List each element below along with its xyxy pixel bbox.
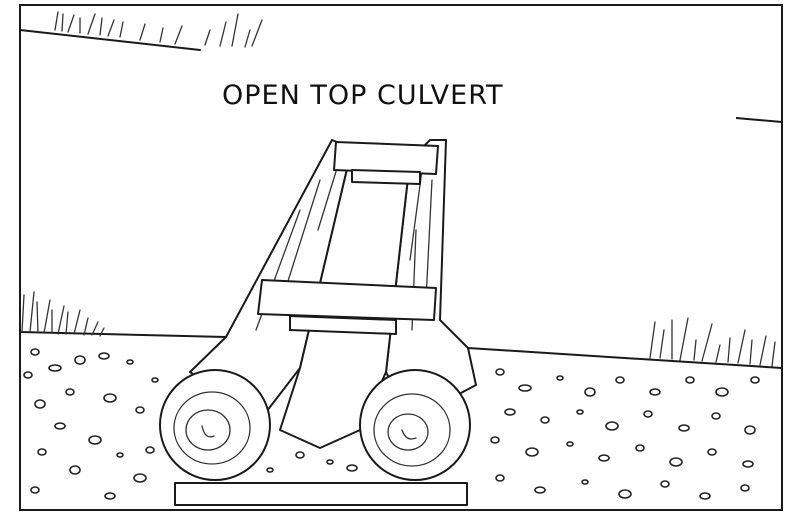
bottom-sill-plank xyxy=(174,482,468,506)
gravel-pebbles xyxy=(23,348,760,500)
grass-tuft-left xyxy=(21,291,105,337)
diagram-title: OPEN TOP CULVERT xyxy=(196,52,736,138)
ground-line-right xyxy=(467,347,783,369)
middle-cross-plank-under xyxy=(289,315,397,335)
grass-tuft-right xyxy=(649,317,776,367)
right-log-end xyxy=(359,369,471,481)
top-cross-plank xyxy=(333,141,439,175)
upper-bank-line-right xyxy=(735,117,783,123)
upper-bank-line xyxy=(19,29,201,51)
grass-tuft-top xyxy=(54,11,263,48)
ground-line-left xyxy=(19,331,227,338)
log-grain-lines xyxy=(255,164,433,331)
left-log-end xyxy=(159,369,271,481)
middle-cross-plank xyxy=(257,279,437,321)
top-cross-plank-under xyxy=(351,169,421,185)
